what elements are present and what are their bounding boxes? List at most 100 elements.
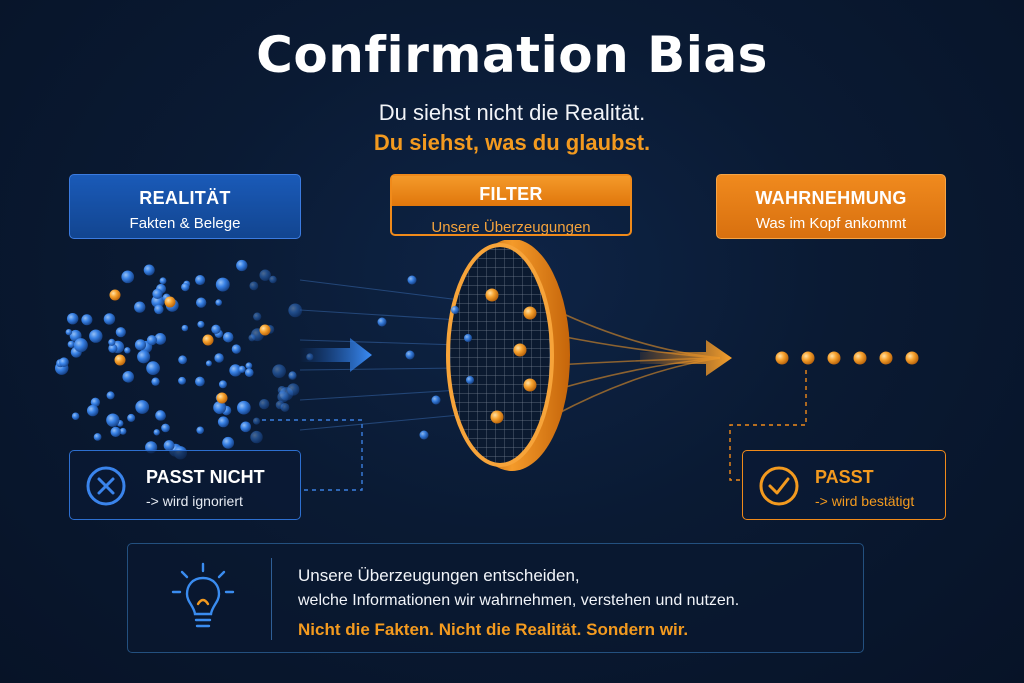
blue-particle xyxy=(405,350,415,360)
stage-filter-header-bar xyxy=(392,176,630,206)
blue-particle xyxy=(153,429,160,436)
blue-particle xyxy=(419,430,429,440)
blue-particle xyxy=(249,281,259,291)
blue-particle xyxy=(108,343,118,353)
filter-scene xyxy=(54,240,919,491)
stage-perception-title: WAHRNEHMUNG xyxy=(755,188,907,208)
blue-particle xyxy=(259,269,271,281)
blue-particle xyxy=(134,339,147,351)
blue-particle xyxy=(122,371,135,383)
blue-particle xyxy=(67,340,75,348)
blue-particle xyxy=(288,371,297,380)
blue-particle xyxy=(178,355,187,365)
insight-line-1: Unsere Überzeugungen entscheiden, xyxy=(298,566,580,585)
blue-particle xyxy=(143,264,155,276)
stage-reality-subtitle: Fakten & Belege xyxy=(129,215,241,232)
orange-particle xyxy=(216,392,228,404)
blue-particle xyxy=(214,353,224,363)
blue-particle xyxy=(250,430,263,444)
orange-particle xyxy=(523,306,537,320)
blue-particle xyxy=(287,383,300,396)
blue-particle xyxy=(119,427,127,435)
reject-connector xyxy=(262,419,363,491)
blue-particle xyxy=(59,357,69,368)
orange-particle xyxy=(109,289,121,301)
blue-particle xyxy=(159,277,167,285)
stage-perception-subtitle: Was im Kopf ankommt xyxy=(755,215,907,232)
stage-filter-subtitle: Unsere Überzeugungen xyxy=(431,219,591,236)
blue-particle xyxy=(217,416,229,428)
orange-particle xyxy=(775,351,789,365)
blue-particle xyxy=(154,333,167,345)
blue-particle xyxy=(181,324,189,332)
orange-particle xyxy=(879,351,893,365)
blue-particle xyxy=(195,376,205,387)
blue-particle xyxy=(134,301,146,313)
blue-particle xyxy=(240,421,252,433)
blue-particle xyxy=(137,350,151,364)
blue-particle xyxy=(124,347,131,354)
blue-particle xyxy=(71,412,80,420)
blue-particle xyxy=(215,299,222,306)
reality-particle-cloud xyxy=(54,259,441,460)
blue-particle xyxy=(269,275,277,284)
blue-particle xyxy=(154,304,164,315)
blue-particle xyxy=(163,440,175,451)
blue-particle xyxy=(229,364,242,377)
orange-particle xyxy=(202,334,214,346)
accept-connector xyxy=(729,370,807,481)
blue-particle xyxy=(306,353,314,361)
orange-particle xyxy=(259,324,271,336)
outcome-reject-box: PASST NICHT -> wird ignoriert xyxy=(69,450,301,520)
blue-particle xyxy=(146,361,160,376)
blue-particle xyxy=(66,312,79,325)
blue-particle xyxy=(288,303,303,318)
blue-particle xyxy=(466,376,474,384)
blue-particle xyxy=(253,312,262,321)
outcome-accept-subtitle: -> wird bestätigt xyxy=(815,493,915,509)
orange-particle xyxy=(114,354,126,366)
outcome-reject-title: PASST NICHT xyxy=(146,467,265,487)
blue-particle xyxy=(181,282,190,292)
orange-arrow-icon xyxy=(640,340,732,376)
subtitle-line-2: Du siehst, was du glaubst. xyxy=(373,130,651,155)
outcome-reject-subtitle: -> wird ignoriert xyxy=(146,493,243,509)
blue-particle xyxy=(89,329,103,343)
insight-divider xyxy=(271,558,272,640)
blue-particle xyxy=(65,328,73,336)
x-circle-icon xyxy=(86,466,126,506)
blue-particle xyxy=(464,334,472,342)
blue-particle xyxy=(151,377,160,386)
blue-particle xyxy=(93,433,102,441)
blue-particle xyxy=(272,364,286,378)
blue-arrow-icon xyxy=(300,338,372,372)
filter-particles xyxy=(451,288,537,424)
subtitle-line-1: Du siehst nicht die Realität. xyxy=(378,100,646,125)
orange-particle xyxy=(801,351,815,365)
blue-particle xyxy=(106,413,120,427)
outcome-accept-title: PASST xyxy=(815,467,874,487)
blue-particle xyxy=(407,275,417,285)
blue-particle xyxy=(277,391,289,403)
stage-reality-box: REALITÄT Fakten & Belege xyxy=(69,174,301,239)
orange-particle xyxy=(523,378,537,392)
blue-particle xyxy=(244,368,254,377)
stage-reality-title: REALITÄT xyxy=(139,188,231,208)
blue-particle xyxy=(211,324,221,335)
blue-particle xyxy=(81,314,93,326)
blue-particle xyxy=(108,338,116,346)
blue-particle xyxy=(451,306,459,314)
blue-particle xyxy=(218,380,227,389)
blue-particle xyxy=(110,426,121,438)
blue-particle xyxy=(245,362,253,370)
blue-particle xyxy=(259,398,270,410)
orange-particle xyxy=(485,288,499,302)
blue-particle xyxy=(155,410,166,421)
perception-particle-row xyxy=(775,351,919,365)
orange-particle xyxy=(164,296,176,308)
blue-particle xyxy=(231,344,241,354)
check-circle-icon xyxy=(759,466,799,506)
blue-particle xyxy=(161,423,170,433)
blue-particle xyxy=(151,294,165,308)
blue-particle xyxy=(377,317,387,327)
